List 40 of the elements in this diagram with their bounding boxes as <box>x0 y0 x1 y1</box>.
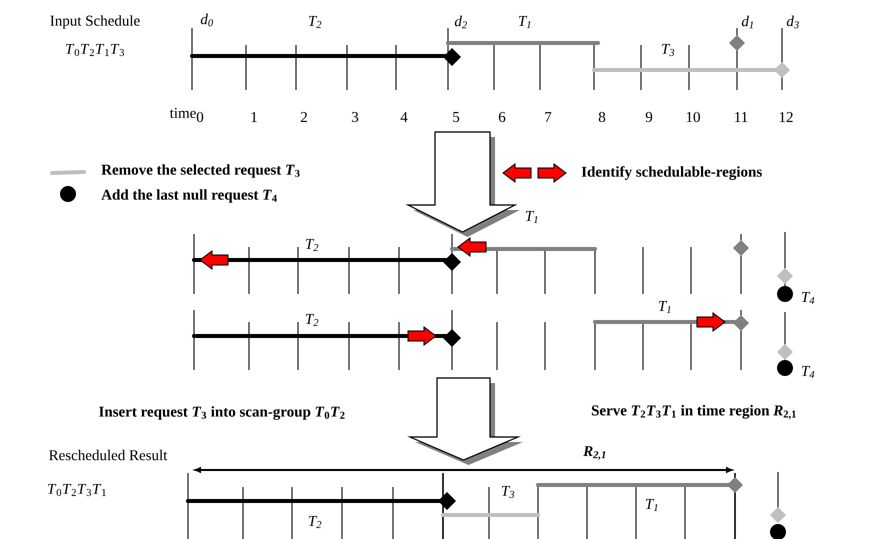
step-text: Serve T$_{2}$T$_{3}$T$_{1}$ in time region R$_{2,1}$ <box>592 404 796 420</box>
tick-label: 3 <box>352 112 358 122</box>
tick-label: 8 <box>598 112 606 122</box>
task-label: T$_{2}$ <box>308 516 322 528</box>
tick-label: 11 <box>735 112 748 122</box>
tick-label: 7 <box>545 112 552 122</box>
task-label: T$_{1}$ <box>526 211 538 223</box>
tick-label: 1 <box>252 112 257 122</box>
row-title: Input Schedule <box>50 15 140 29</box>
tick-label: 0 <box>196 112 204 122</box>
tick-label: 6 <box>498 112 506 122</box>
task-label: T$_{2}$ <box>306 239 318 251</box>
task-label: T$_{4}$ <box>802 366 814 378</box>
tick-label: 10 <box>686 112 700 122</box>
sequence-label: T$_{0}$T$_{2}$T$_{1}$T$_{3}$ <box>66 44 124 56</box>
step-text: Insert request T$_{3}$ into scan-group T$_{0}$T$_{2}$ <box>99 406 344 420</box>
tick-label: 12 <box>780 112 793 122</box>
task-label: T$_{4}$ <box>802 292 814 304</box>
task-label: T$_{2}$ <box>308 16 322 28</box>
deadline-label: d$_{3}$ <box>786 16 799 28</box>
tick-label: 2 <box>300 112 307 122</box>
task-label: T$_{1}$ <box>518 16 530 28</box>
task-label: T$_{1}$ <box>658 301 670 313</box>
deadline-label: d$_{1}$ <box>742 16 753 28</box>
tick-label: 5 <box>453 112 460 122</box>
legend-text: Remove the selected request T$_{3}$ <box>101 164 300 178</box>
sequence-label: T$_{0}$T$_{2}$T$_{3}$T$_{1}$ <box>48 484 106 496</box>
task-label: T$_{3}$ <box>662 44 674 56</box>
region-label: R$_{2,1}$ <box>583 446 606 460</box>
row-title: Rescheduled Result <box>49 450 168 460</box>
task-label: T$_{3}$ <box>502 486 514 498</box>
tick-label: 4 <box>400 112 408 122</box>
axis-title: time <box>170 108 196 118</box>
legend-text: Add the last null request T$_{4}$ <box>101 189 277 203</box>
deadline-label: d$_{2}$ <box>454 16 467 28</box>
legend-text: Identify schedulable-regions <box>582 166 762 180</box>
task-label: T$_{2}$ <box>306 314 318 326</box>
deadline-label: d$_{0}$ <box>200 14 213 26</box>
tick-label: 9 <box>646 112 652 122</box>
task-label: T$_{1}$ <box>646 499 658 511</box>
